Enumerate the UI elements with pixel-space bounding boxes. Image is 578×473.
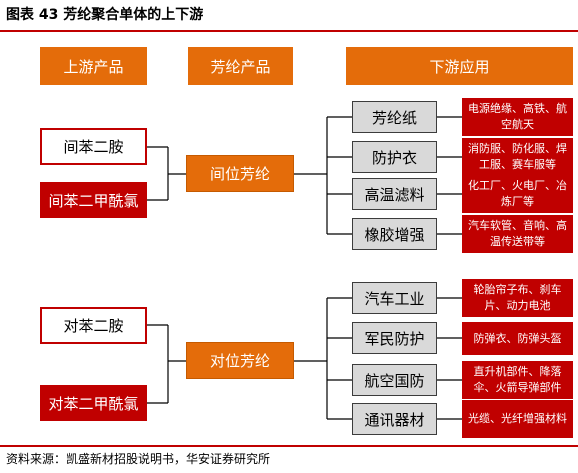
source-note: 资料来源：凯盛新材招股说明书，华安证券研究所 bbox=[6, 452, 271, 466]
source-rule bbox=[0, 445, 578, 447]
para-category-aerospace-defense: 航空国防 bbox=[352, 364, 437, 396]
figure-title: 图表 43 芳纶聚合单体的上下游 bbox=[6, 7, 204, 23]
meta-aramid-product: 间位芳纶 bbox=[186, 155, 294, 192]
para-category-automotive: 汽车工业 bbox=[352, 282, 437, 314]
meta-category-rubber-reinforcement: 橡胶增强 bbox=[352, 218, 437, 250]
para-aramid-product: 对位芳纶 bbox=[186, 342, 294, 379]
meta-input-diamine: 间苯二胺 bbox=[40, 128, 147, 165]
meta-apps-rubber-reinforcement: 汽车软管、音响、高温传送带等 bbox=[462, 215, 573, 253]
header-downstream: 下游应用 bbox=[346, 47, 573, 85]
title-rule bbox=[0, 30, 578, 32]
meta-apps-protective-clothing: 消防服、防化服、焊工服、赛车服等 bbox=[462, 138, 573, 176]
header-upstream: 上游产品 bbox=[40, 47, 147, 85]
para-apps-protection: 防弹衣、防弹头盔 bbox=[462, 322, 573, 355]
para-input-diamine: 对苯二胺 bbox=[40, 307, 147, 344]
meta-apps-aramid-paper: 电源绝缘、高铁、航空航天 bbox=[462, 98, 573, 136]
para-category-protection: 军民防护 bbox=[352, 322, 437, 354]
para-apps-communications: 光缆、光纤增强材料 bbox=[462, 400, 573, 438]
para-apps-automotive: 轮胎帘子布、刹车片、动力电池 bbox=[462, 279, 573, 317]
meta-category-high-temp-filter: 高温滤料 bbox=[352, 178, 437, 210]
para-category-communications: 通讯器材 bbox=[352, 403, 437, 435]
para-apps-aerospace-defense: 直升机部件、降落伞、火箭导弹部件 bbox=[462, 361, 573, 399]
meta-category-protective-clothing: 防护衣 bbox=[352, 141, 437, 173]
meta-category-aramid-paper: 芳纶纸 bbox=[352, 101, 437, 133]
para-input-acyl-chloride: 对苯二甲酰氯 bbox=[40, 385, 147, 421]
header-aramid: 芳纶产品 bbox=[188, 47, 293, 85]
meta-apps-high-temp-filter: 化工厂、火电厂、冶炼厂等 bbox=[462, 175, 573, 213]
meta-input-acyl-chloride: 间苯二甲酰氯 bbox=[40, 182, 147, 218]
